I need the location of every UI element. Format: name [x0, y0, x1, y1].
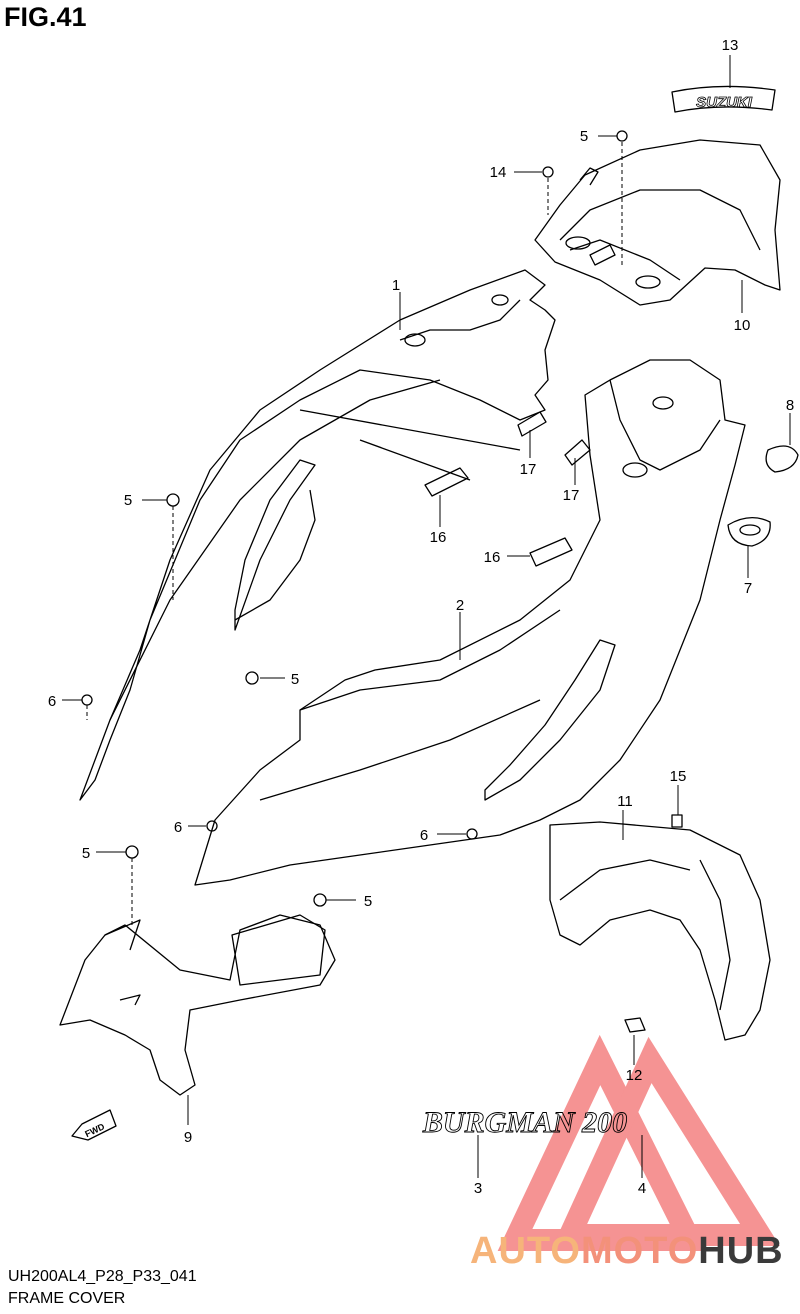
callout-16: 16 [484, 549, 501, 566]
fwd-arrow [71, 1109, 117, 1141]
diagram-name: FRAME COVER [8, 1290, 126, 1307]
watermark-logo [497, 1034, 780, 1251]
part-17-pad [517, 411, 547, 437]
callout-6: 6 [174, 819, 182, 836]
callout-16: 16 [430, 529, 447, 546]
callout-6: 6 [48, 693, 56, 710]
part-13-suzuki-emblem [671, 85, 776, 113]
part-16-pad [424, 467, 469, 497]
part-11-inner-cover [549, 821, 771, 1041]
part-16-pad-right [529, 537, 573, 567]
callout-17: 17 [563, 487, 580, 504]
part-7-grommet [727, 517, 771, 547]
callout-14: 14 [490, 164, 507, 181]
callout-8: 8 [786, 397, 794, 414]
callout-17: 17 [520, 461, 537, 478]
callout-11: 11 [617, 793, 633, 810]
callouts: 13 5 14 10 1 8 17 17 5 16 16 7 2 5 6 15 … [48, 37, 794, 1197]
callout-13: 13 [722, 37, 739, 54]
part-8-grommet [765, 445, 799, 473]
callout-5: 5 [124, 492, 132, 509]
callout-4: 4 [638, 1180, 646, 1197]
part-10-rear-cover [534, 139, 781, 306]
watermark-part3: HUB [698, 1230, 784, 1272]
callout-5: 5 [580, 128, 588, 145]
watermark-part2: MOTO [580, 1230, 699, 1272]
fasteners [81, 130, 683, 1033]
callout-7: 7 [744, 580, 752, 597]
part-17-pad-right [564, 439, 591, 466]
callout-15: 15 [670, 768, 687, 785]
burgman-decal-text: BURGMAN 200 [422, 1106, 627, 1139]
watermark-text: AUTOMOTOHUB [470, 1230, 784, 1273]
callout-12: 12 [626, 1067, 643, 1084]
part-1-left-frame-cover [79, 269, 556, 801]
callout-6: 6 [420, 827, 428, 844]
callout-2: 2 [456, 597, 464, 614]
callout-3: 3 [474, 1180, 482, 1197]
part-2-right-frame-cover [194, 359, 746, 886]
suzuki-decal-text: SUZUKI [696, 94, 753, 111]
figure-title: FIG.41 [4, 2, 87, 32]
callout-5: 5 [82, 845, 90, 862]
callout-5: 5 [364, 893, 372, 910]
watermark-part1: AUTO [470, 1230, 581, 1272]
leader-lines [62, 55, 791, 1178]
callout-9: 9 [184, 1129, 192, 1146]
callout-5: 5 [291, 671, 299, 688]
diagram-code: UH200AL4_P28_P33_041 [8, 1268, 197, 1285]
callout-10: 10 [734, 317, 751, 334]
callout-1: 1 [392, 277, 400, 294]
part-9-lower-cover [59, 914, 336, 1096]
